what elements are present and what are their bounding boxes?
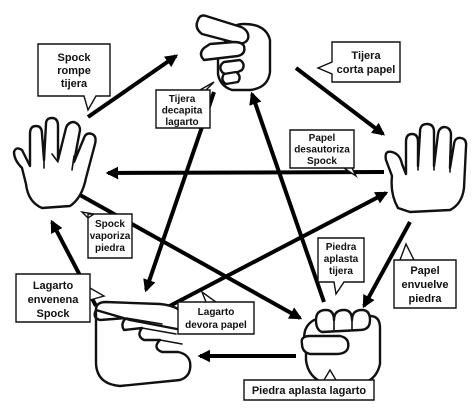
paper-hand-icon bbox=[384, 122, 468, 214]
label-line: piedra bbox=[95, 243, 125, 254]
label-line: envuelve bbox=[401, 279, 448, 291]
label-line: Lagarto bbox=[33, 280, 74, 292]
label-line: tijera bbox=[61, 78, 88, 90]
label-line: Spock bbox=[95, 219, 125, 230]
label-line: tijera bbox=[329, 266, 353, 277]
label-line: Tijera bbox=[169, 94, 196, 105]
label-line: Spock bbox=[57, 52, 91, 64]
label-papel-envuelve-piedra: Papel envuelve piedra bbox=[393, 242, 457, 309]
label-line: Spock bbox=[307, 156, 337, 167]
label-line: Tijera bbox=[351, 50, 381, 62]
label-line: vaporiza bbox=[90, 231, 131, 242]
label-piedra-aplasta-lagarto: Piedra aplasta lagarto bbox=[243, 368, 375, 401]
label-line: rompe bbox=[57, 65, 91, 77]
label-line: Papel bbox=[309, 133, 336, 144]
label-line: Piedra bbox=[326, 242, 357, 253]
label-line: Spock bbox=[36, 308, 70, 320]
label-line: piedra bbox=[408, 293, 442, 305]
arrow-paper-to-rock bbox=[362, 221, 412, 309]
label-line: Piedra aplasta lagarto bbox=[252, 385, 367, 397]
arrow-rock-to-scissors bbox=[249, 91, 326, 303]
label-line: envenena bbox=[28, 294, 80, 306]
scissors-hand-icon bbox=[195, 14, 272, 92]
label-line: desautoriza bbox=[294, 145, 350, 156]
label-tijera-corta-papel: Tijera corta papel bbox=[316, 41, 401, 83]
label-line: Papel bbox=[410, 265, 439, 277]
label-line: decapita bbox=[162, 106, 203, 117]
arrow-lizard-to-paper bbox=[161, 191, 389, 312]
arrow-paper-to-spock bbox=[105, 166, 385, 180]
arrow-spock-to-scissors bbox=[86, 54, 179, 119]
spock-hand-icon bbox=[12, 116, 97, 210]
rock-fist-icon bbox=[300, 308, 382, 386]
label-line: lagarto bbox=[165, 117, 198, 128]
svg-text:Piedra aplasta lagarto: Piedra aplasta lagarto bbox=[252, 385, 367, 397]
label-line: aplasta bbox=[324, 254, 359, 265]
lizard-hand-icon bbox=[93, 300, 192, 388]
arrow-scissors-to-paper bbox=[294, 66, 386, 136]
label-line: devora papel bbox=[185, 320, 247, 331]
label-line: Lagarto bbox=[198, 307, 235, 318]
label-line: corta papel bbox=[337, 64, 396, 76]
label-lagarto-devora-papel: Lagarto devora papel bbox=[177, 290, 255, 335]
